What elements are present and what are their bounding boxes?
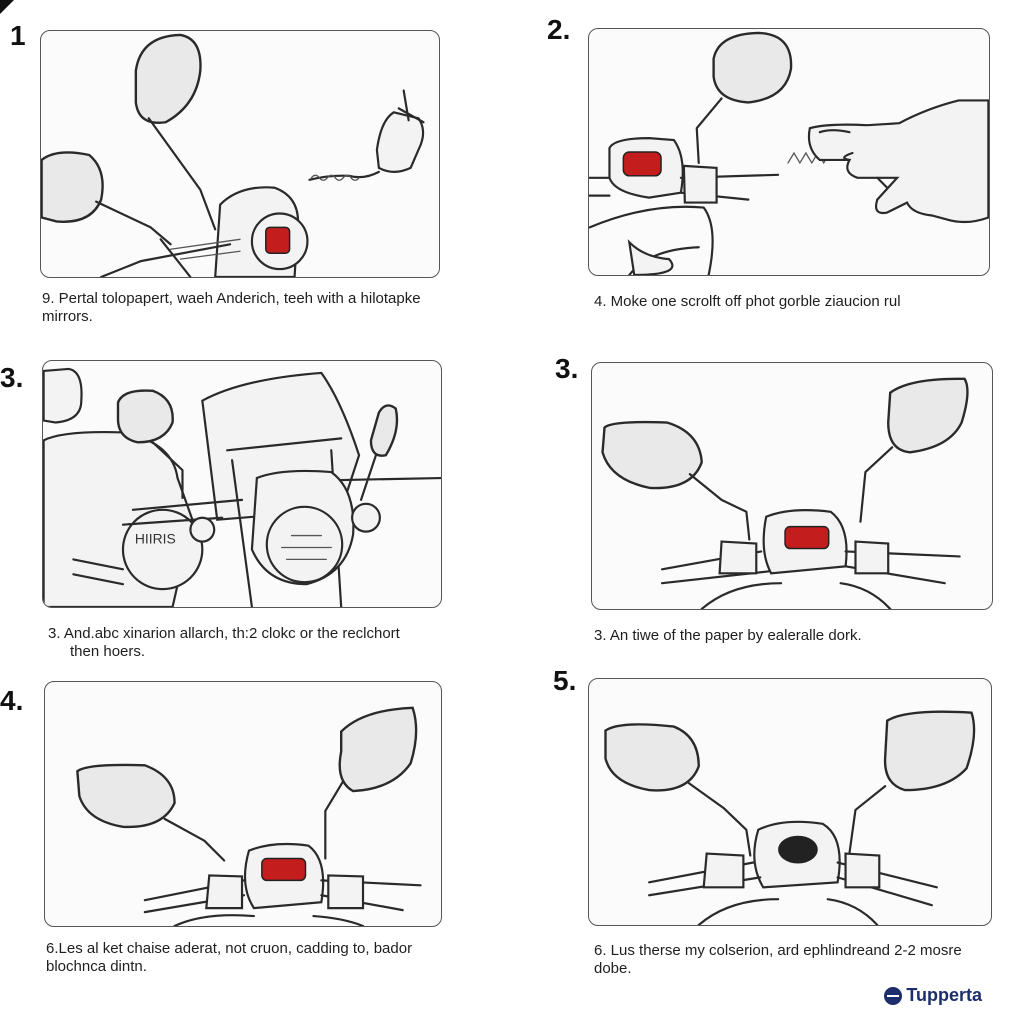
step-illustration-6 xyxy=(588,678,992,926)
step-caption-3: 3. And.abc xinarion allarch, th:2 clokc … xyxy=(48,625,488,661)
caption-line: 6.Les al ket chaise aderat, not cruon, c… xyxy=(46,940,413,957)
corner-mark xyxy=(0,0,14,14)
caption-line: 6. Lus therse my colserion, ard ephlindr… xyxy=(594,942,962,959)
caption-line: dobe. xyxy=(594,960,632,977)
caption-line: then hoers. xyxy=(70,643,146,660)
step-number-4: 3. xyxy=(555,353,579,384)
brand-logo: Tupperta xyxy=(884,985,982,1006)
step-number-6: 5. xyxy=(553,665,577,696)
step-number-3: 3. xyxy=(0,362,24,393)
step-illustration-2 xyxy=(588,28,990,276)
step-illustration-4 xyxy=(591,362,993,610)
step-number-1: 1 xyxy=(10,20,26,51)
step-caption-4: 3. An tiwe of the paper by ealeralle dor… xyxy=(594,627,1024,645)
step-number-2: 2. xyxy=(547,14,571,45)
step-caption-5: 6.Les al ket chaise aderat, not cruon, c… xyxy=(46,940,486,976)
engine-label: HIIRIS xyxy=(135,531,176,547)
caption-line: blochnca dintn. xyxy=(46,958,147,975)
caption-line: 4. Moke one scrolft off phot gorble ziau… xyxy=(594,293,901,310)
brand-name: Tupperta xyxy=(906,985,982,1005)
step-number-5: 4. xyxy=(0,685,24,716)
step-illustration-1 xyxy=(40,30,440,278)
globe-icon xyxy=(884,986,903,1005)
caption-line: 3. An tiwe of the paper by ealeralle dor… xyxy=(594,627,862,644)
caption-line: 9. Pertal tolopapert, waeh Anderich, tee… xyxy=(42,290,421,307)
step-caption-6: 6. Lus therse my colserion, ard ephlindr… xyxy=(594,942,1024,978)
step-illustration-5 xyxy=(44,681,442,927)
step-caption-2: 4. Moke one scrolft off phot gorble ziau… xyxy=(594,293,1024,311)
step-caption-1: 9. Pertal tolopapert, waeh Anderich, tee… xyxy=(42,290,482,326)
caption-line: 3. And.abc xinarion allarch, th:2 clokc … xyxy=(48,625,400,642)
step-illustration-3: HIIRIS xyxy=(42,360,442,608)
caption-line: mirrors. xyxy=(42,308,93,325)
